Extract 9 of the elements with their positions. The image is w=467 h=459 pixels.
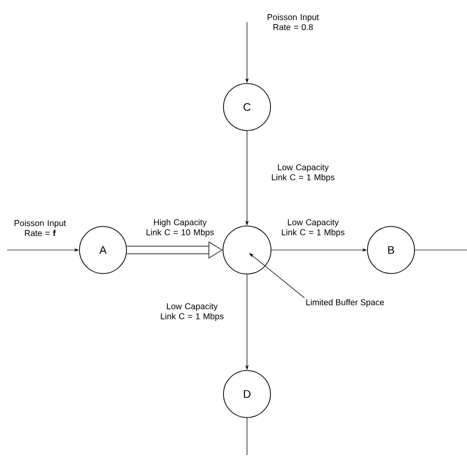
annotation-text: Limited Buffer Space [306, 299, 384, 307]
edge-label: Low Capacity Link C = 1 Mbps [151, 302, 233, 322]
edge-label: Low Capacity Link C = 1 Mbps [262, 163, 344, 183]
leader-arrow [249, 253, 305, 298]
edge-label: Poisson Input Rate = f [9, 218, 71, 238]
edge-label: High Capacity Link C = 10 Mbps [140, 218, 220, 238]
node-circle [222, 226, 272, 274]
edge-label: Low Capacity Link C = 1 Mbps [272, 218, 354, 238]
edge-label: Poisson Input Rate = 0.8 [262, 12, 324, 32]
